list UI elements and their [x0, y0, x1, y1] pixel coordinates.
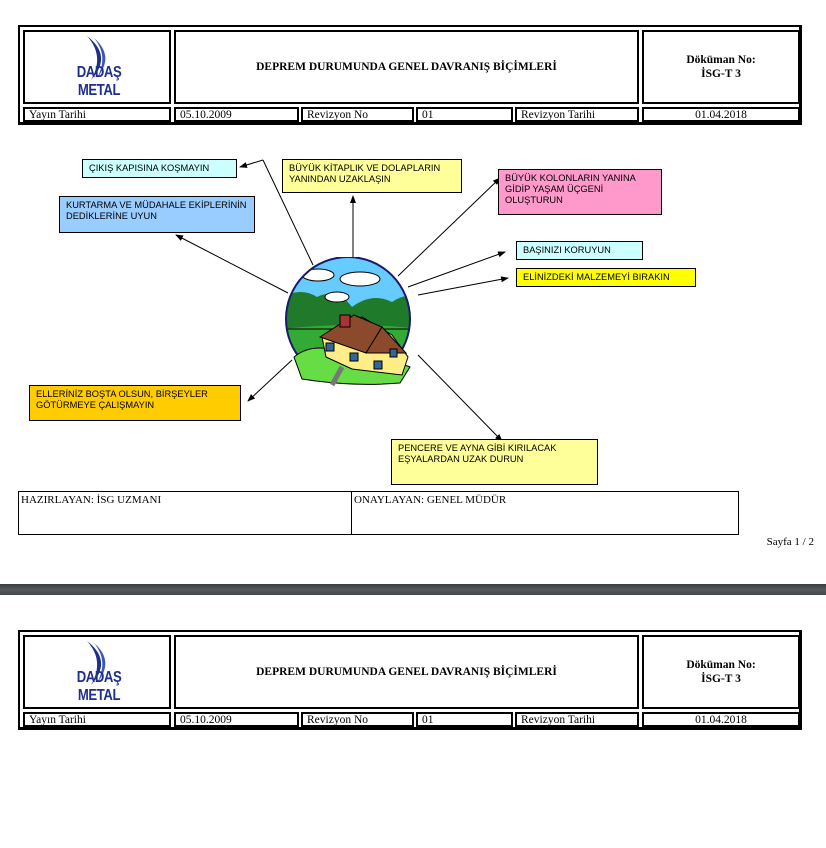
revision-no-label: Revizyon No	[301, 712, 414, 727]
company-logo: DADAŞ METAL	[47, 32, 147, 102]
arrow-to-drop-box	[417, 276, 509, 296]
logo-cell: DADAŞ METAL	[23, 30, 171, 104]
revision-date-label: Revizyon Tarihi	[515, 712, 639, 727]
tip-text: ELLERİNİZ BOŞTA OLSUN, BİRŞEYLER GÖTÜRME…	[36, 389, 208, 410]
publish-date: 05.10.2009	[174, 107, 299, 122]
document-header-table: DADAŞ METAL DEPREM DURUMUNDA GENEL DAVRA…	[18, 25, 802, 125]
arrow-to-column-box	[397, 177, 501, 277]
document-title: DEPREM DURUMUNDA GENEL DAVRANIŞ BİÇİMLER…	[174, 30, 639, 104]
logo-text: DADAŞ METAL	[76, 669, 122, 704]
earthquake-house-illustration	[285, 257, 411, 387]
arrow-to-window-box	[417, 354, 503, 442]
document-number: İSG-T 3	[701, 673, 741, 685]
document-page-1: DADAŞ METAL DEPREM DURUMUNDA GENEL DAVRA…	[18, 25, 814, 548]
tip-text: PENCERE VE AYNA GİBİ KIRILACAK EŞYALARDA…	[398, 443, 557, 464]
document-number-label: Döküman No:	[686, 54, 756, 66]
page-number: Sayfa 1 / 2	[766, 536, 814, 548]
tip-text: BÜYÜK KOLONLARIN YANINA GİDİP YAŞAM ÜÇGE…	[505, 173, 636, 205]
revision-date: 01.04.2018	[642, 712, 800, 727]
approved-by: ONAYLAYAN: GENEL MÜDÜR	[354, 494, 507, 506]
document-number: İSG-T 3	[701, 68, 741, 80]
publish-date: 05.10.2009	[174, 712, 299, 727]
revision-no: 01	[416, 712, 513, 727]
tip-text: ELİNİZDEKİ MALZEMEYİ BIRAKIN	[523, 272, 670, 282]
connector-arrows	[175, 159, 509, 442]
tip-box-bookcase: BÜYÜK KİTAPLIK VE DOLAPLARIN YANINDAN UZ…	[282, 159, 462, 193]
page-separator	[0, 584, 826, 595]
arrow-to-rescue-box	[175, 234, 289, 294]
arrow-to-exit-box	[262, 159, 314, 266]
document-number-cell: Döküman No: İSG-T 3	[642, 30, 800, 104]
document-title: DEPREM DURUMUNDA GENEL DAVRANIŞ BİÇİMLER…	[174, 635, 639, 709]
arrow-to-hands-box	[247, 359, 293, 402]
revision-date: 01.04.2018	[642, 107, 800, 122]
logo-swoosh-icon	[87, 36, 106, 80]
tip-text: ÇIKIŞ KAPISINA KOŞMAYIN	[89, 163, 210, 173]
logo-text: DADAŞ METAL	[76, 64, 122, 99]
tip-box-rescue: KURTARMA VE MÜDAHALE EKİPLERİNİN DEDİKLE…	[59, 196, 255, 233]
tip-box-window: PENCERE VE AYNA GİBİ KIRILACAK EŞYALARDA…	[391, 439, 598, 485]
tip-box-drop: ELİNİZDEKİ MALZEMEYİ BIRAKIN	[516, 268, 696, 287]
tip-box-column: BÜYÜK KOLONLARIN YANINA GİDİP YAŞAM ÜÇGE…	[498, 169, 662, 215]
tip-box-hands: ELLERİNİZ BOŞTA OLSUN, BİRŞEYLER GÖTÜRME…	[29, 385, 241, 421]
signature-table: HAZIRLAYAN: İSG UZMANI ONAYLAYAN: GENEL …	[18, 491, 739, 535]
prepared-by: HAZIRLAYAN: İSG UZMANI	[19, 492, 352, 534]
company-logo: DADAŞ METAL	[47, 637, 147, 707]
tip-box-head: BAŞINIZI KORUYUN	[516, 241, 643, 260]
revision-no-label: Revizyon No	[301, 107, 414, 122]
publish-date-label: Yayın Tarihi	[23, 712, 171, 727]
tip-text: BAŞINIZI KORUYUN	[523, 245, 611, 255]
publish-date-label: Yayın Tarihi	[23, 107, 171, 122]
document-number-label: Döküman No:	[686, 659, 756, 671]
revision-no: 01	[416, 107, 513, 122]
arrow-to-head-box	[407, 251, 506, 288]
document-page-2: DADAŞ METAL DEPREM DURUMUNDA GENEL DAVRA…	[0, 597, 826, 848]
tip-text: BÜYÜK KİTAPLIK VE DOLAPLARIN YANINDAN UZ…	[289, 163, 441, 184]
document-number-cell: Döküman No: İSG-T 3	[642, 635, 800, 709]
tip-box-exit: ÇIKIŞ KAPISINA KOŞMAYIN	[82, 159, 237, 178]
document-header-table: DADAŞ METAL DEPREM DURUMUNDA GENEL DAVRA…	[18, 630, 802, 730]
logo-swoosh-icon	[87, 641, 106, 685]
logo-cell: DADAŞ METAL	[23, 635, 171, 709]
tip-text: KURTARMA VE MÜDAHALE EKİPLERİNİN DEDİKLE…	[66, 200, 247, 221]
revision-date-label: Revizyon Tarihi	[515, 107, 639, 122]
